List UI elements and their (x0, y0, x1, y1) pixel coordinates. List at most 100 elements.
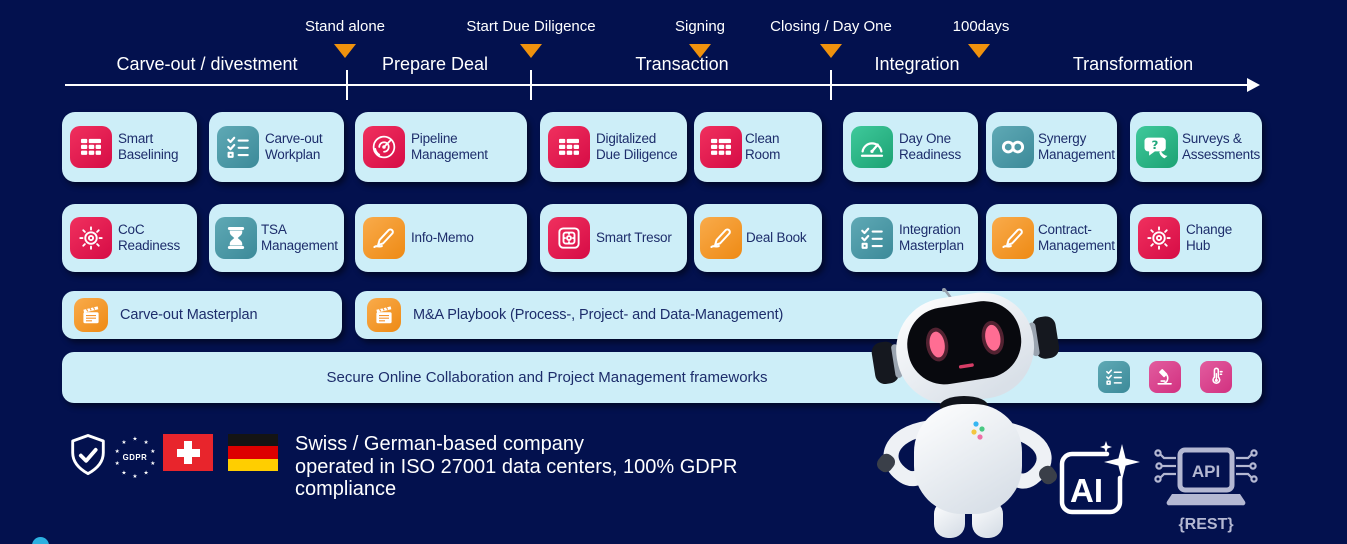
svg-text:★: ★ (132, 473, 137, 480)
module-label: Day One Readiness (899, 131, 961, 162)
module-label: Contract-Management (1038, 222, 1115, 253)
module-card-smart-tresor[interactable]: Smart Tresor (540, 204, 687, 272)
module-label: Digitalized Due Diligence (596, 131, 678, 162)
module-card-coc-readiness[interactable]: CoC Readiness (62, 204, 197, 272)
module-label: Smart Baselining (118, 131, 179, 162)
pen-icon (363, 217, 405, 259)
phase-carve-out: Carve-out / divestment (116, 54, 298, 74)
module-card-deal-book[interactable]: Deal Book (694, 204, 822, 272)
ai-icon: AI (1059, 441, 1140, 515)
milestone-start-due-diligence: Start Due Diligence (466, 18, 596, 35)
timeline-axis (65, 84, 1249, 86)
collaboration-bar[interactable]: Secure Online Collaboration and Project … (62, 352, 1262, 403)
circuit-traces-icon (1154, 449, 1258, 483)
table-icon (548, 126, 590, 168)
compliance-line: Swiss / German-based company (295, 433, 585, 455)
milestone-stand-alone: Stand alone (304, 18, 386, 35)
module-label: Synergy Management (1038, 131, 1115, 162)
swiss-flag (163, 434, 213, 471)
compliance-text: Swiss / German-based company operated in… (295, 433, 738, 501)
clapperboard-icon (367, 298, 401, 332)
module-label: Smart Tresor (596, 230, 672, 246)
module-label: Pipeline Management (411, 131, 488, 162)
svg-text:★: ★ (121, 469, 126, 476)
milestone-marker-icon (968, 44, 990, 58)
milestone-closing-day-one: Closing / Day One (770, 18, 892, 35)
module-label: Carve-out Masterplan (120, 307, 258, 323)
thermometer-icon (1200, 361, 1232, 393)
collaboration-bar-label: Secure Online Collaboration and Project … (326, 369, 768, 386)
timeline-tick (830, 70, 832, 100)
module-label: TSA Management (261, 222, 338, 253)
clapperboard-icon (74, 298, 108, 332)
module-label: Integration Masterplan (899, 222, 964, 253)
timeline-tick (530, 70, 532, 100)
milestone-100days: 100days (952, 18, 1010, 35)
table-icon (70, 126, 112, 168)
module-card-day-one-readiness[interactable]: Day One Readiness (843, 112, 978, 182)
table-icon (700, 126, 742, 168)
phase-prepare-deal: Prepare Deal (381, 54, 489, 74)
milestone-signing: Signing (674, 18, 726, 35)
radar-icon (363, 126, 405, 168)
module-card-info-memo[interactable]: Info-Memo (355, 204, 527, 272)
timeline-arrowhead-icon (1247, 78, 1260, 92)
module-label: Info-Memo (411, 230, 474, 246)
checklist-icon (851, 217, 893, 259)
phase-integration: Integration (874, 54, 960, 74)
module-label: M&A Playbook (Process-, Project- and Dat… (413, 307, 784, 323)
safe-icon (548, 217, 590, 259)
shield-check-icon (71, 434, 105, 476)
svg-text:★: ★ (143, 439, 148, 446)
module-card-integration-masterplan[interactable]: Integration Masterplan (843, 204, 978, 272)
module-card-contract-management[interactable]: Contract-Management (986, 204, 1117, 272)
svg-text:★: ★ (132, 435, 137, 442)
hourglass-icon (215, 217, 257, 259)
question-chat-icon (1136, 126, 1178, 168)
module-card-tsa-management[interactable]: TSA Management (209, 204, 344, 272)
api-label: API (1192, 462, 1220, 481)
svg-text:★: ★ (150, 448, 155, 455)
milestone-marker-icon (334, 44, 356, 58)
microscope-icon (1149, 361, 1181, 393)
gear-icon (1138, 217, 1180, 259)
svg-text:★: ★ (115, 460, 120, 467)
gauge-icon (851, 126, 893, 168)
pen-icon (700, 217, 742, 259)
module-card-pipeline-management[interactable]: Pipeline Management (355, 112, 527, 182)
module-card-surveys-assessments[interactable]: Surveys & Assessments (1130, 112, 1262, 182)
ai-label: AI (1070, 472, 1103, 509)
checklist-icon (217, 126, 259, 168)
milestone-marker-icon (689, 44, 711, 58)
svg-text:★: ★ (150, 460, 155, 467)
gdpr-badge: ★★★ ★★★ ★★★ ★ GDPR (115, 435, 156, 480)
module-card-change-hub[interactable]: Change Hub (1130, 204, 1262, 272)
gdpr-label: GDPR (123, 453, 148, 462)
pen-icon (992, 217, 1034, 259)
rest-label: {REST} (1178, 516, 1233, 533)
robot-chest-logo (971, 421, 985, 440)
infinity-icon (992, 126, 1034, 168)
checklist-icon (1098, 361, 1130, 393)
german-flag (228, 434, 278, 471)
module-card-ma-playbook[interactable]: M&A Playbook (Process-, Project- and Dat… (355, 291, 1262, 339)
module-label: Surveys & Assessments (1182, 131, 1261, 162)
module-label: Change Hub (1186, 222, 1233, 253)
svg-text:★: ★ (115, 448, 120, 455)
module-label: Carve-out Workplan (265, 131, 323, 162)
module-card-digitalized-due-diligence[interactable]: Digitalized Due Diligence (540, 112, 687, 182)
gear-icon (70, 217, 112, 259)
compliance-line: compliance (295, 478, 397, 500)
decorative-dot (32, 537, 49, 544)
svg-text:★: ★ (143, 469, 148, 476)
module-label: Deal Book (746, 230, 807, 246)
module-card-smart-baselining[interactable]: Smart Baselining (62, 112, 197, 182)
phase-transformation: Transformation (1072, 54, 1194, 74)
module-card-clean-room[interactable]: Clean Room (694, 112, 822, 182)
timeline-tick (346, 70, 348, 100)
module-card-carve-out-masterplan[interactable]: Carve-out Masterplan (62, 291, 342, 339)
milestone-marker-icon (520, 44, 542, 58)
module-card-synergy-management[interactable]: Synergy Management (986, 112, 1117, 182)
module-card-carve-out-workplan[interactable]: Carve-out Workplan (209, 112, 344, 182)
